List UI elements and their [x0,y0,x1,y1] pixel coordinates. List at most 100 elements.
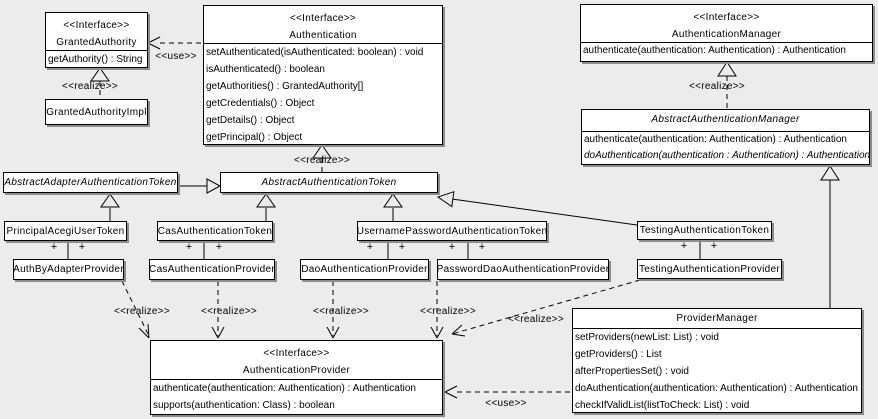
multiplicity-plus: + [710,240,718,252]
class-abstract-adapter-authentication-token: AbstractAdapterAuthenticationToken [3,172,178,193]
dashed-lines [99,42,728,393]
class-header: <<Interface>> AuthenticationProvider [151,341,442,380]
triangle-usernamepassword-to-abstracttoken [383,193,403,208]
class-password-dao-authentication-provider: PasswordDaoAuthenticationProvider [437,259,609,280]
class-abstract-authentication-manager: AbstractAuthenticationManager authentica… [581,109,870,165]
class-testing-authentication-token: TestingAuthenticationToken [637,221,772,240]
multiplicity-plus: + [680,240,688,252]
class-name: GrantedAuthority [56,37,137,48]
method: getCredentials() : Object [206,98,315,109]
class-name: AuthenticationManager [671,29,782,40]
class-name: PrincipalAcegiUserToken [6,225,125,237]
class-name: AbstractAuthenticationToken [261,177,397,188]
multiplicity-plus: + [78,241,86,253]
class-name: AuthenticationProvider [242,365,351,376]
multiplicity-plus: + [185,241,193,253]
method: supports(authentication: Class) : boolea… [153,400,335,411]
multiplicity-plus: + [366,241,374,253]
use-arrowhead-authenticationprovider [444,385,458,399]
triangle-providermanager-to-abstractmanager [820,165,840,181]
realize-label: <<realize>> [113,306,171,317]
class-name: TestingAuthenticationToken [639,225,770,236]
class-granted-authority: <<Interface>> GrantedAuthority getAuthor… [45,12,148,68]
method: getAuthorities() : GrantedAuthority[] [206,81,364,92]
class-username-password-authentication-token: UsernamePasswordAuthenticationToken [357,221,547,241]
method: isAuthenticated() : boolean [206,64,325,75]
class-testing-authentication-provider: TestingAuthenticationProvider [637,259,782,279]
realize-arrowhead-c [326,326,340,339]
triangle-abstracttoken-to-authentication [312,144,332,159]
class-name: Authentication [289,30,357,41]
class-principal-acegi-user-token: PrincipalAcegiUserToken [4,221,127,241]
realize-authbyadapter-line [121,280,150,337]
realize-arrowhead-b [211,326,225,339]
class-authentication-provider: <<Interface>> AuthenticationProvider aut… [150,340,443,415]
method: authenticate(authentication: Authenticat… [583,45,846,56]
multiplicity-plus: + [398,241,406,253]
method: getProviders() : List [575,349,662,360]
class-header: <<Interface>> AuthenticationManager [581,5,872,43]
multiplicity-plus: + [50,241,58,253]
use-label: <<use>> [155,51,197,62]
method: getDetails() : Object [206,115,295,126]
triangle-abstractmanager-to-authenticationmanager [717,61,737,77]
class-abstract-authentication-token: AbstractAuthenticationToken [220,172,438,193]
class-authentication-manager: <<Interface>> AuthenticationManager auth… [580,4,873,62]
class-cas-authentication-token: CasAuthenticationToken [157,221,273,241]
triangle-principal-to-adapter [100,193,120,208]
class-name: UsernamePasswordAuthenticationToken [356,225,548,237]
method: setProviders(newList: List) : void [575,332,719,343]
realize-label: <<realize>> [419,306,477,317]
realize-label: <<realize>> [688,81,746,92]
solid-lines [67,180,831,308]
method: getPrincipal() : Object [206,132,303,143]
realize-testingprovider-line [451,279,641,335]
stereotype-label: <<Interface>> [263,348,330,359]
generalization-testing-token-line [452,198,638,226]
realize-label: <<realize>> [507,314,565,325]
method: checkIfValidList(listToCheck: List) : vo… [575,400,750,411]
stereotype-label: <<Interface>> [63,20,130,31]
class-cas-authentication-provider: CasAuthenticationProvider [149,259,275,280]
hollow-triangles [90,61,840,208]
class-name: GrantedAuthorityImpl [46,106,147,118]
multiplicity-plus: + [215,241,223,253]
realize-label: <<realize>> [312,306,370,317]
method: setAuthenticated(isAuthenticated: boolea… [206,47,424,58]
class-granted-authority-impl: GrantedAuthorityImpl [45,99,148,125]
triangle-impl-to-grantedauthority [90,67,110,82]
class-name: AbstractAuthenticationManager [651,114,800,125]
class-name: AbstractAdapterAuthenticationToken [4,177,177,188]
solid-diagonal-lines [452,198,638,226]
class-header: <<Interface>> GrantedAuthority [46,13,147,51]
method: getAuthority() : String [48,54,143,65]
method: afterPropertiesSet() : void [575,366,689,377]
class-header: <<Interface>> Authentication [204,6,442,44]
open-arrowheads [138,36,466,399]
realize-arrowhead-d [430,326,444,339]
class-dao-authentication-provider: DaoAuthenticationProvider [300,259,429,280]
method: authenticate(authentication: Authenticat… [153,383,416,394]
triangle-cas-to-abstracttoken [256,193,276,208]
class-name: CasAuthenticationProvider [149,264,275,275]
method: authenticate(authentication: Authenticat… [584,134,847,145]
class-name: TestingAuthenticationProvider [639,263,780,275]
class-authentication: <<Interface>> Authentication setAuthenti… [203,5,443,145]
multiplicity-plus: + [478,241,486,253]
class-name: DaoAuthenticationProvider [301,264,428,275]
realize-label: <<realize>> [200,306,258,317]
class-provider-manager: ProviderManager setProviders(newList: Li… [572,308,862,413]
realize-label: <<realize>> [61,81,119,92]
realize-label: <<realize>> [293,155,351,166]
triangle-testing-to-abstracttoken [436,190,455,208]
method: doAuthentication(authentication: Authent… [575,383,858,394]
class-name: AuthByAdapterProvider [13,264,124,275]
realize-arrowhead-e [451,324,466,337]
class-name: PasswordDaoAuthenticationProvider [436,264,610,275]
stereotype-label: <<Interface>> [693,12,760,23]
class-header: AbstractAuthenticationManager [582,110,869,132]
class-header: ProviderManager [573,309,861,329]
class-name: ProviderManager [676,313,758,324]
